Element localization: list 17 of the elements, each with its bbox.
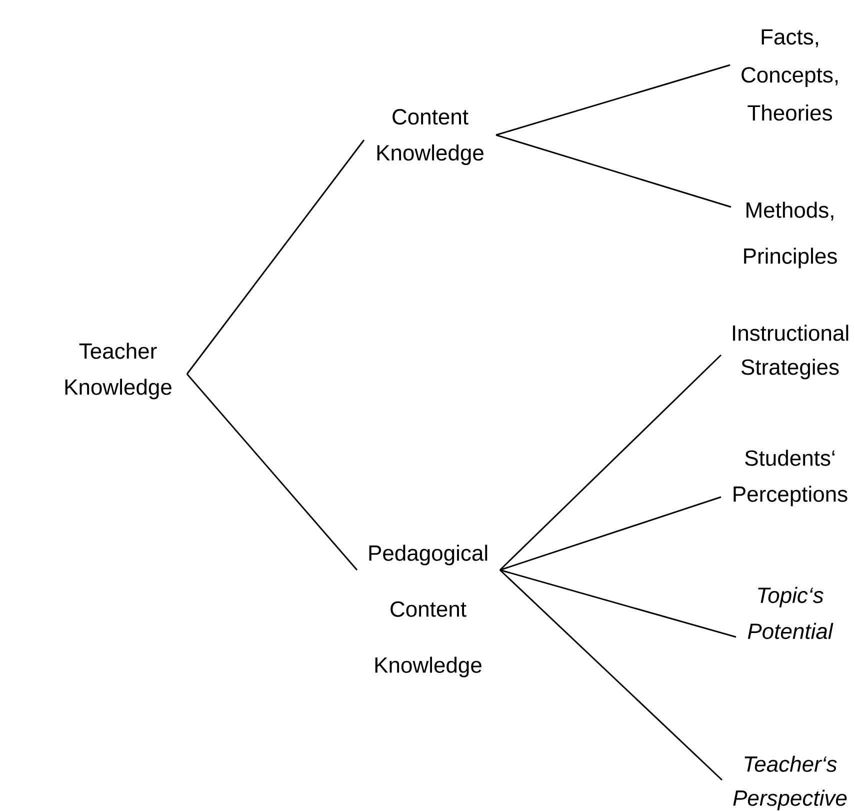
- branch-label: Students‘ Perceptions: [734, 450, 848, 506]
- branch-label: Instructional Strategies: [733, 324, 848, 380]
- branch-line: [186, 140, 365, 374]
- branch-line: [496, 134, 732, 208]
- branch-label: Topic‘s Potential: [748, 586, 834, 640]
- branch-line: [496, 64, 730, 136]
- branch-label: Pedagogical Content Knowledge: [369, 544, 488, 678]
- branch-label: Teacher‘s Perspective: [733, 756, 847, 810]
- branch-label: Content Knowledge: [377, 109, 484, 165]
- branch-line: [499, 569, 723, 781]
- branch-label: Teacher Knowledge: [65, 342, 172, 400]
- branch-line: [500, 569, 736, 638]
- branch-label: Methods, Principles: [744, 202, 837, 268]
- branch-line: [500, 496, 722, 571]
- branch-line: [186, 374, 358, 570]
- branch-line: [499, 354, 722, 571]
- branch-label: Facts, Concepts, Theories: [742, 29, 838, 121]
